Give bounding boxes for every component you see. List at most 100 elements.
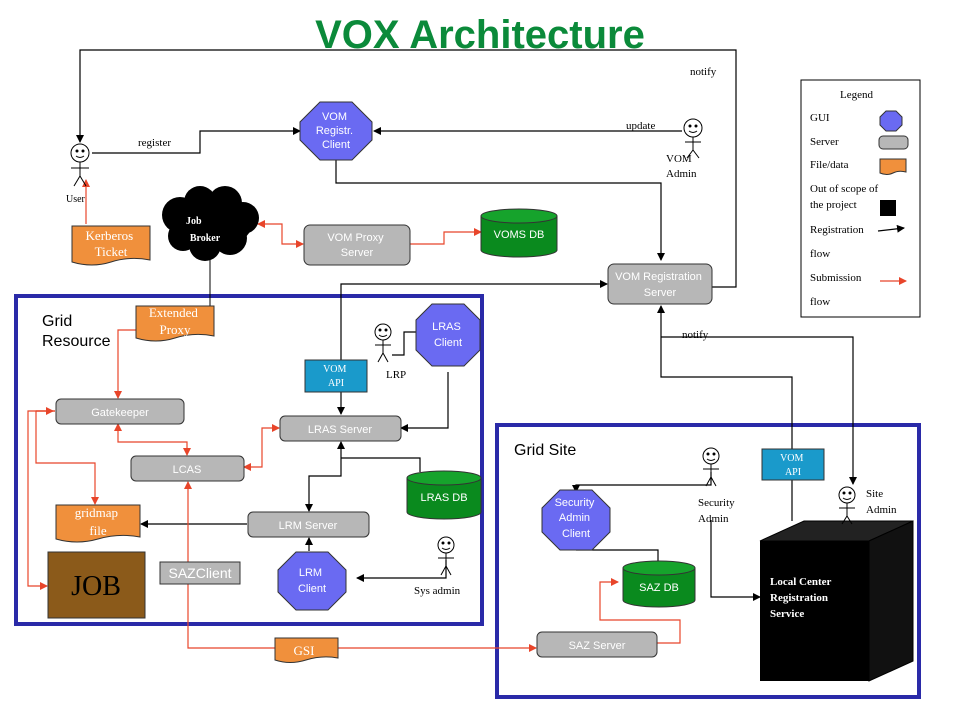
vom-admin-actor-icon[interactable] [683, 118, 703, 159]
site-admin-actor-icon[interactable] [838, 486, 856, 525]
legend-title: Legend [840, 89, 873, 101]
sys-admin-actor-label: Sys admin [414, 585, 461, 597]
saz-client-label: SAZClient [168, 565, 231, 581]
lras-server-to-db [341, 457, 421, 472]
sysadmin-to-lrm-client [356, 560, 447, 582]
secclient-to-sazdb [576, 549, 659, 562]
notify-top-connector [76, 49, 737, 288]
lras-db-label: LRAS DB [420, 492, 467, 504]
lrp-actor-label: LRP [386, 369, 406, 381]
extended-proxy-file[interactable] [135, 305, 215, 342]
client-to-registration-server [335, 158, 665, 261]
lcas-label: LCAS [173, 464, 202, 476]
grid-site-label: Grid Site [514, 442, 576, 459]
lras-client-label: LRAS Client [432, 321, 464, 349]
job-label: JOB [71, 571, 121, 602]
lcas-box[interactable] [130, 455, 245, 482]
legend-panel: Legend GUI Server File/data Out of scope… [800, 79, 921, 318]
gridmap-file-label: gridmap file [75, 505, 122, 538]
vom-api-resource-label: VOM API [323, 364, 349, 389]
legend-scope-swatch [880, 200, 896, 216]
lrm-client-label: LRM Client [298, 567, 326, 595]
legend-file-swatch [879, 158, 907, 175]
local-center-box[interactable] [759, 520, 914, 682]
lrp-actor-icon[interactable] [374, 323, 392, 363]
security-admin-actor-label: Security Admin [698, 497, 737, 525]
job-box[interactable] [47, 551, 146, 619]
voms-db-cylinder[interactable] [480, 208, 558, 258]
saz-db-label: SAZ DB [639, 582, 679, 594]
legend-server-label: Server [810, 136, 839, 148]
gsi-file[interactable] [274, 637, 339, 663]
sys-admin-actor-icon[interactable] [437, 536, 455, 576]
lrp-to-lras-client [392, 328, 425, 356]
user-actor-icon[interactable] [70, 143, 90, 187]
secadmin-to-client [572, 472, 712, 493]
notify-site-admin-connector [661, 336, 857, 485]
broker-proxy-connector [257, 220, 304, 248]
lras-client-octagon[interactable] [415, 303, 481, 367]
proxy-to-gatekeeper [114, 329, 136, 399]
legend-registration-arrow [877, 224, 905, 233]
vom-registr-client-label: VOM Registr. Client [316, 111, 356, 151]
update-label: update [626, 120, 655, 132]
vom-registration-server-label: VOM Registration Server [615, 271, 705, 299]
local-center-label: Local Center Registration Service [770, 576, 834, 620]
notify-mid-label: notify [682, 329, 709, 341]
legend-gui-label: GUI [810, 112, 830, 124]
lras-server-box[interactable] [279, 415, 402, 442]
gatekeeper-box[interactable] [55, 398, 185, 425]
user-actor-label: User [66, 194, 86, 205]
kerberos-ticket-label: Kerberos Ticket [86, 228, 137, 259]
security-admin-client-octagon[interactable] [541, 489, 611, 551]
saz-db-cylinder[interactable] [622, 560, 696, 608]
saz-server-label: SAZ Server [569, 640, 626, 652]
security-admin-client-label: Security Admin Client [555, 497, 598, 540]
vom-proxy-server-box[interactable] [303, 224, 411, 266]
gatekeeper-label: Gatekeeper [91, 407, 149, 419]
proxy-to-vomsdb [410, 228, 482, 245]
extended-proxy-label: Extended Proxy [149, 305, 201, 337]
voms-db-label: VOMS DB [494, 229, 545, 241]
vom-registr-client-octagon[interactable] [299, 101, 373, 161]
legend-server-swatch [878, 135, 909, 150]
saz-client-box[interactable] [159, 561, 241, 585]
kerberos-ticket-file[interactable] [71, 225, 151, 266]
legend-file-label: File/data [810, 159, 849, 171]
notify-mid-connector [657, 305, 793, 449]
legend-gui-swatch [879, 110, 903, 132]
vom-api-resource-box[interactable] [304, 359, 368, 393]
job-broker-label: Job Broker [186, 216, 221, 244]
register-label: register [138, 137, 171, 149]
lras-db-cylinder[interactable] [406, 470, 482, 520]
job-broker-cloud[interactable] [162, 186, 259, 261]
lras-client-to-server [400, 372, 449, 432]
lrm-client-octagon[interactable] [277, 551, 347, 611]
gatekeeper-lcas-connector [114, 423, 191, 456]
register-connector [92, 127, 301, 154]
vom-api-site-label: VOM API [780, 453, 806, 478]
vom-proxy-server-label: VOM Proxy Server [327, 232, 386, 259]
lcas-saz-connector [184, 481, 537, 652]
vom-api-site-box[interactable] [761, 448, 825, 481]
gsi-label: GSI [294, 643, 315, 658]
grid-resource-label: Grid Resource [42, 313, 111, 350]
vomapi-to-registration-server [340, 280, 608, 360]
vom-registration-server-box[interactable] [607, 263, 713, 305]
legend-submission-label: Submission flow [810, 272, 864, 308]
site-admin-actor-label: Site Admin [866, 488, 897, 516]
lcas-lras-connector [243, 424, 280, 471]
lras-server-label: LRAS Server [308, 424, 373, 436]
lrm-server-label: LRM Server [279, 520, 338, 532]
security-admin-actor-icon[interactable] [702, 447, 720, 487]
legend-scope-label: Out of scope of the project [810, 183, 881, 211]
vom-admin-actor-label: VOM Admin [666, 153, 697, 180]
saz-server-box[interactable] [536, 631, 658, 658]
gridmap-file[interactable] [55, 504, 141, 543]
secadmin-to-local-center [710, 520, 761, 601]
lras-lrm-connector [305, 441, 345, 512]
lrm-server-box[interactable] [247, 511, 370, 538]
saz-server-to-db [599, 578, 681, 644]
legend-registration-label: Registration flow [810, 224, 867, 260]
